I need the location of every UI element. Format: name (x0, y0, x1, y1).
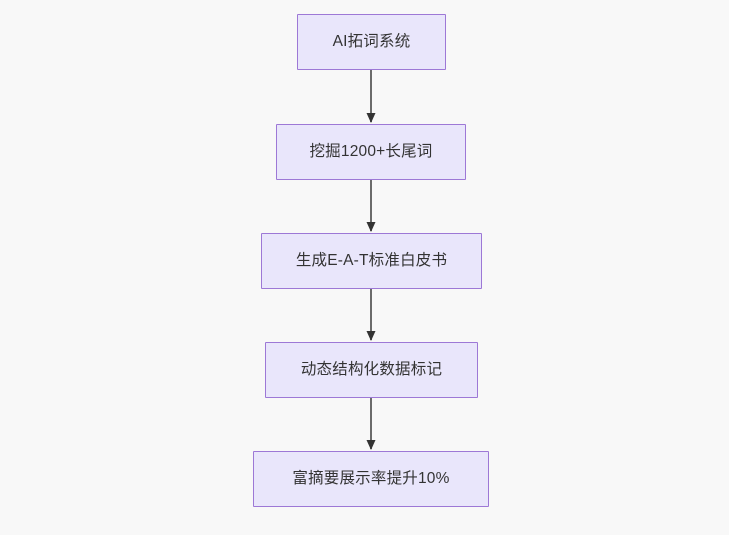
flow-node-label: AI拓词系统 (332, 32, 411, 50)
flow-node-generate-eat-whitepaper[interactable]: 生成E-A-T标准白皮书 (261, 233, 482, 289)
flow-node-rich-snippet-rate-increase[interactable]: 富摘要展示率提升10% (253, 451, 489, 507)
flow-node-label: 挖掘1200+长尾词 (309, 142, 433, 160)
flow-node-ai-keyword-system[interactable]: AI拓词系统 (297, 14, 446, 70)
flow-node-label: 动态结构化数据标记 (300, 360, 443, 378)
flow-node-mine-longtail-keywords[interactable]: 挖掘1200+长尾词 (276, 124, 466, 180)
flow-node-dynamic-structured-data-markup[interactable]: 动态结构化数据标记 (265, 342, 478, 398)
flow-node-label: 生成E-A-T标准白皮书 (295, 251, 448, 269)
flow-node-label: 富摘要展示率提升10% (292, 469, 450, 487)
